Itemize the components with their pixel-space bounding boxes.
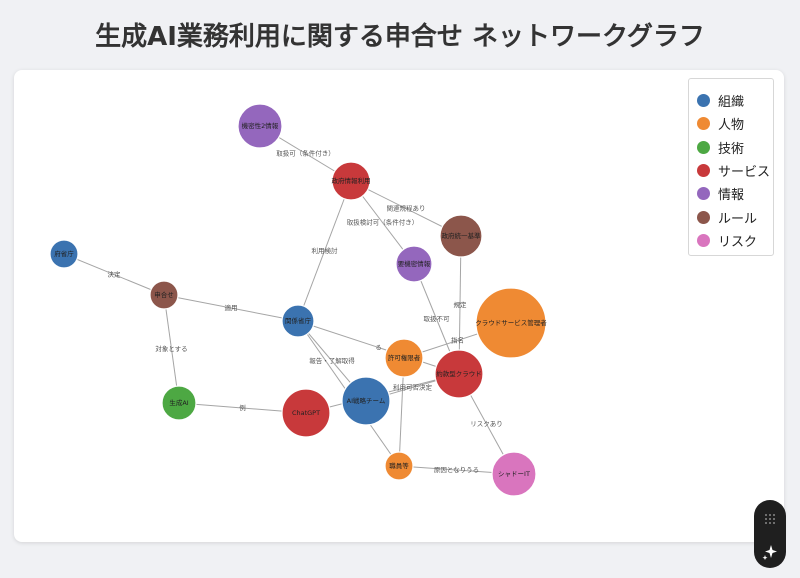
edge-label: 決定	[108, 270, 122, 279]
node-circle[interactable]	[237, 103, 283, 149]
legend-item: 組織	[697, 89, 773, 112]
legend-item: ルール	[697, 205, 773, 228]
node-label: 府省庁	[54, 249, 74, 258]
edge-label: 取扱不可	[424, 314, 451, 323]
edge-moushiawase-kakuryo	[163, 294, 299, 322]
page-title: 生成AI業務利用に関する申合せ ネットワークグラフ	[95, 22, 705, 52]
legend-label: 人物	[718, 118, 745, 134]
node-label: 生成AI	[169, 398, 188, 407]
edge-label: 取扱検討可（条件付き）	[347, 218, 419, 227]
node-circle[interactable]	[384, 451, 414, 481]
node-label: 約款型クラウド	[436, 369, 482, 378]
legend-item: サービス	[697, 159, 773, 182]
grid-dots-icon	[765, 514, 775, 524]
legend-swatch	[697, 210, 710, 224]
node-label: シャドーIT	[498, 470, 530, 478]
edge-label: 規定	[454, 300, 468, 309]
legend: 組織人物技術サービス情報ルールリスク	[688, 78, 774, 256]
node-circle[interactable]	[49, 239, 79, 269]
node-shokuin[interactable]: 職員等	[384, 451, 414, 481]
node-circle[interactable]	[384, 338, 424, 378]
legend-swatch	[697, 164, 710, 178]
edge-label: 利用検討	[312, 246, 339, 255]
node-circle[interactable]	[341, 376, 391, 426]
legend-item: 人物	[697, 112, 773, 135]
legend-swatch	[697, 140, 710, 154]
node-label: AI戦略チーム	[347, 396, 386, 405]
node-seifu[interactable]: 政府情報利用	[331, 161, 371, 201]
node-label: 政府統一基準	[442, 231, 482, 240]
node-label: 政府情報利用	[332, 176, 371, 185]
legend-label: 情報	[718, 188, 745, 204]
sparkle-icon	[762, 545, 777, 560]
legend-swatch	[697, 187, 710, 201]
node-seiseiai[interactable]: 生成AI	[161, 385, 197, 421]
legend-swatch	[697, 94, 710, 108]
legend-item: 技術	[697, 136, 773, 159]
node-circle[interactable]	[475, 287, 547, 359]
node-shadow[interactable]: シャドーIT	[491, 451, 537, 497]
node-circle[interactable]	[434, 349, 484, 399]
edge-seifu-kakuryo	[297, 180, 352, 322]
node-circle[interactable]	[439, 214, 483, 258]
legend-label: 組織	[718, 95, 745, 111]
edge-label: 取扱可（条件付き）	[276, 149, 335, 158]
edge-label: 指名	[451, 336, 464, 345]
edge-label: 利用可否決定	[393, 383, 433, 392]
edge-label: リスクあり	[470, 420, 503, 428]
node-moushiawase[interactable]: 申合せ	[149, 280, 179, 310]
legend-label: リスク	[718, 234, 758, 250]
edge-label: る	[375, 344, 382, 352]
node-circle[interactable]	[281, 304, 315, 338]
node-label: 申合せ	[154, 290, 174, 299]
edge-label: 適用	[225, 303, 238, 312]
node-kyokasha[interactable]: 許可権限者	[384, 338, 424, 378]
node-label: 許可権限者	[388, 353, 421, 362]
node-circle[interactable]	[491, 451, 537, 497]
node-kokusho[interactable]: 府省庁	[49, 239, 79, 269]
node-label: クラウドサービス管理者	[475, 318, 547, 327]
node-yomikimitsu[interactable]: 要機密情報	[395, 245, 433, 283]
node-kakuryo[interactable]: 関係省庁	[281, 304, 315, 338]
legend-swatch	[697, 233, 710, 247]
legend-label: 技術	[718, 141, 745, 157]
node-circle[interactable]	[281, 388, 331, 438]
legend-label: ルール	[718, 211, 758, 227]
legend-item: リスク	[697, 229, 773, 252]
node-circle[interactable]	[149, 280, 179, 310]
node-label: 要機密情報	[398, 259, 431, 268]
node-circle[interactable]	[331, 161, 371, 201]
edge-label: 報告・了解取得	[309, 356, 355, 365]
node-seifutoitsu[interactable]: 政府統一基準	[439, 214, 483, 258]
edge-label: 対象とする	[155, 344, 187, 353]
edge-label: 例	[239, 403, 246, 412]
edge-label: 関連規程あり	[387, 204, 426, 213]
node-chatgpt[interactable]: ChatGPT	[281, 388, 331, 438]
floating-action-button[interactable]	[754, 500, 786, 568]
node-aiteam[interactable]: AI戦略チーム	[341, 376, 391, 426]
node-label: 機密性2情報	[242, 121, 279, 130]
node-label: 関係省庁	[285, 316, 312, 325]
node-kimitsu[interactable]: 機密性2情報	[237, 103, 283, 149]
node-label: 職員等	[389, 461, 409, 470]
legend-item: 情報	[697, 182, 773, 205]
node-circle[interactable]	[395, 245, 433, 283]
node-yakkan[interactable]: 約款型クラウド	[434, 349, 484, 399]
legend-swatch	[697, 117, 710, 131]
edge-moushiawase-seiseiai	[163, 294, 180, 404]
node-cloudadmin[interactable]: クラウドサービス管理者	[475, 287, 547, 359]
edge-kakuryo-yakkan	[297, 320, 460, 375]
node-circle[interactable]	[161, 385, 197, 421]
edge-kokusho-moushiawase	[63, 253, 165, 296]
legend-label: サービス	[718, 165, 771, 181]
node-label: ChatGPT	[292, 409, 320, 417]
edge-label: 原因となりうる	[434, 466, 479, 474]
